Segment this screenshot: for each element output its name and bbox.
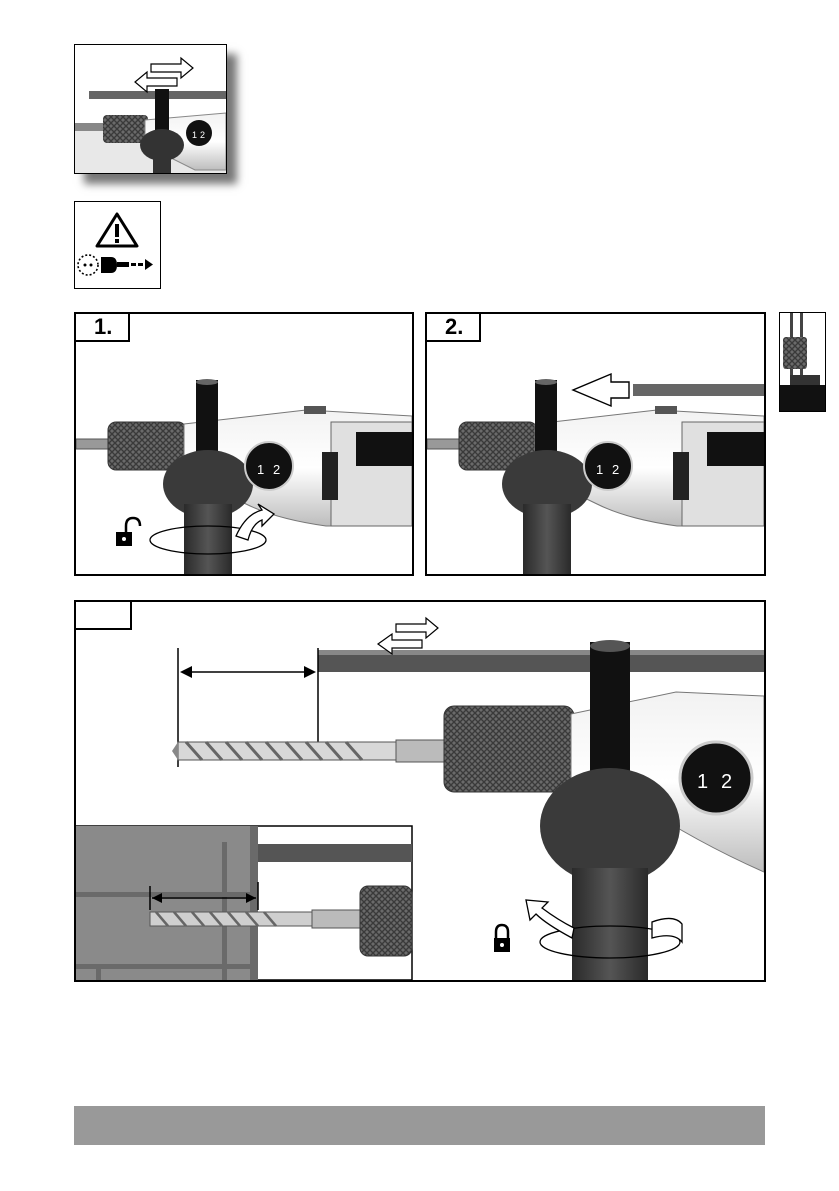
insert-arrow-icon <box>573 374 629 406</box>
step-panel-2: 1 2 2. <box>425 312 766 576</box>
svg-text:1: 1 <box>192 130 197 140</box>
chuck <box>103 115 148 143</box>
svg-text:2: 2 <box>273 462 280 477</box>
footer-bar <box>74 1106 765 1145</box>
chuck <box>444 706 574 792</box>
svg-text:2: 2 <box>612 462 619 477</box>
svg-text:2: 2 <box>721 771 732 793</box>
thumb-rod-adjust: 1 2 <box>74 44 227 174</box>
inset-wall-drilling <box>76 826 412 980</box>
svg-text:1: 1 <box>596 462 603 477</box>
drill-bit <box>172 740 446 762</box>
svg-text:1: 1 <box>697 771 708 793</box>
svg-text:1: 1 <box>257 462 264 477</box>
padlock-closed-icon <box>494 925 510 952</box>
step-panel-3: 1 2 <box>74 600 766 982</box>
step-number-1: 1. <box>74 312 130 342</box>
adjust-arrows-icon <box>378 618 438 654</box>
warning-triangle-icon <box>97 214 137 246</box>
drill-bit <box>75 123 105 131</box>
step-number-3 <box>74 600 132 630</box>
depth-rod <box>633 384 764 396</box>
padlock-open-icon <box>116 518 140 546</box>
step-panel-1: 1 2 1. <box>74 312 414 576</box>
unplug-icon <box>78 255 153 275</box>
svg-text:2: 2 <box>200 130 205 140</box>
step-number-2: 2. <box>425 312 481 342</box>
section-side-tab <box>779 312 826 412</box>
side-handle <box>540 768 680 884</box>
warning-unplug-box <box>74 201 161 289</box>
